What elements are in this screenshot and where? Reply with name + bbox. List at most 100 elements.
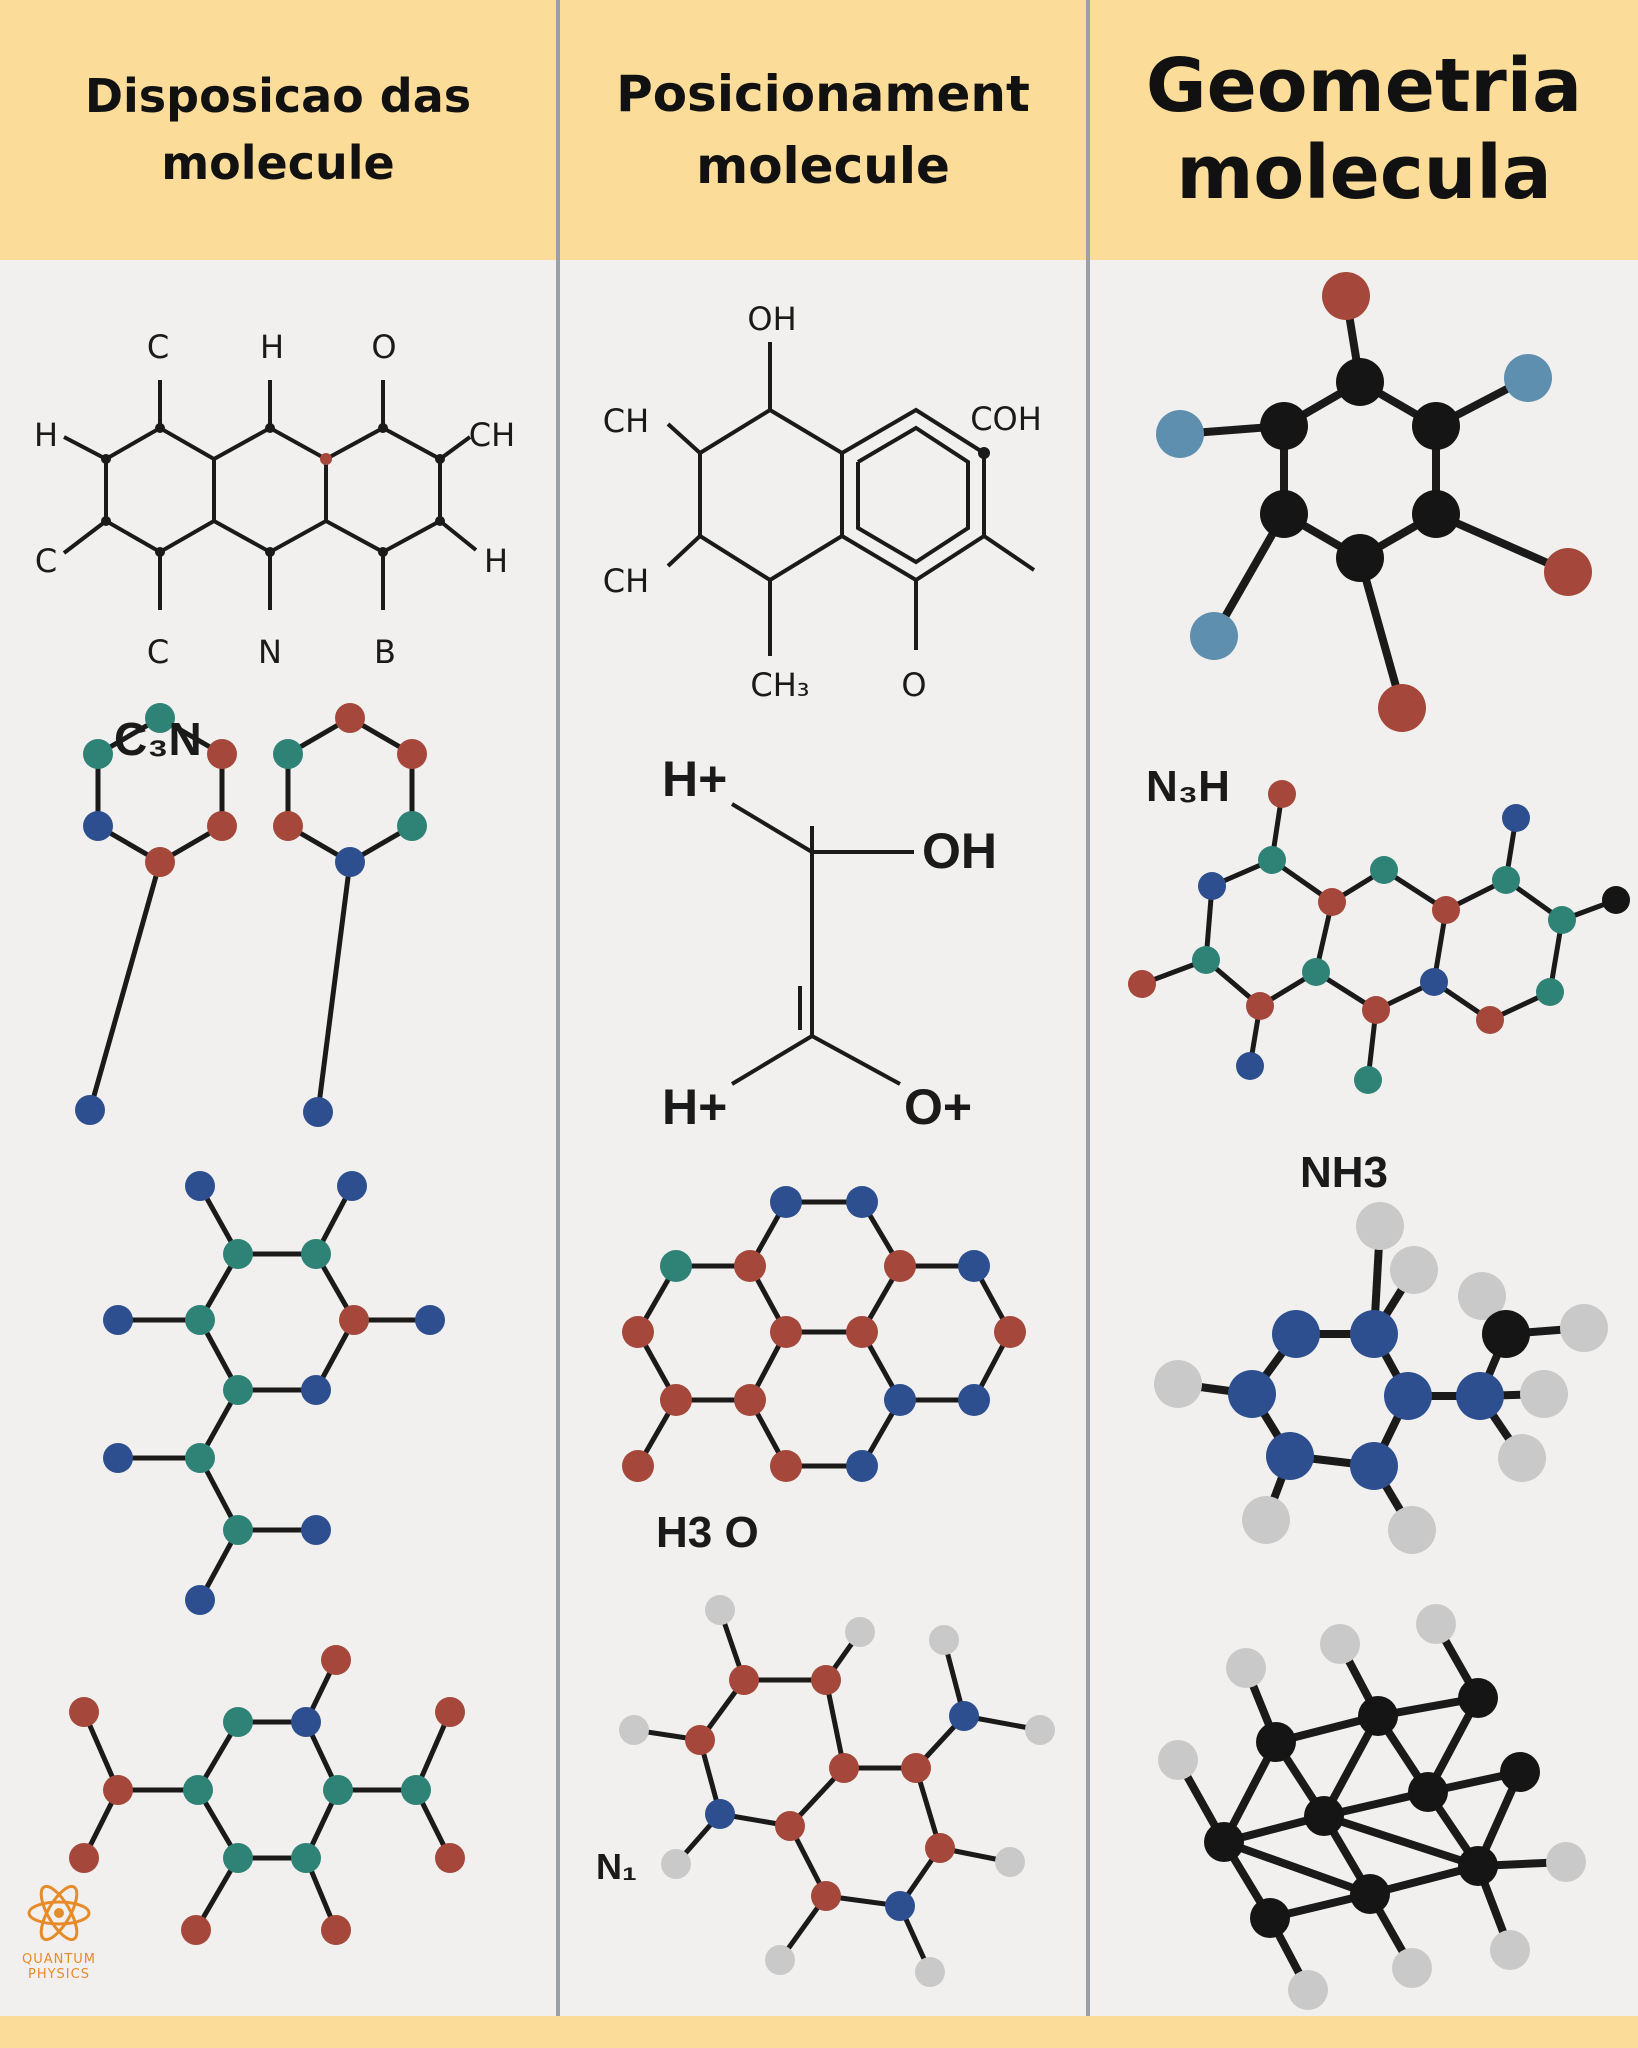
atom xyxy=(811,1881,841,1911)
atom xyxy=(1272,1310,1320,1358)
atom xyxy=(1500,1752,1540,1792)
atom xyxy=(705,1595,735,1625)
atom xyxy=(685,1725,715,1755)
atom xyxy=(1504,354,1552,402)
atom xyxy=(619,1715,649,1745)
atom xyxy=(415,1305,445,1335)
atom xyxy=(1256,1722,1296,1762)
molecule-hexagon-3 xyxy=(1156,272,1592,732)
molecule-n3h xyxy=(1128,780,1630,1094)
atom xyxy=(1354,1066,1382,1094)
atom xyxy=(1388,1506,1436,1554)
atom xyxy=(729,1665,759,1695)
atom xyxy=(1412,490,1460,538)
column-header-geometria: Geometria molecula xyxy=(1090,0,1638,260)
atom xyxy=(884,1384,916,1416)
structure-skeletal-2 xyxy=(666,342,1036,656)
molecule-c3n xyxy=(75,703,427,1127)
atom xyxy=(1242,1496,1290,1544)
atom xyxy=(397,811,427,841)
quantum-physics-logo: QUANTUM PHYSICS xyxy=(14,1878,104,1982)
atom xyxy=(1336,534,1384,582)
atom xyxy=(660,1250,692,1282)
atom xyxy=(1228,1370,1276,1418)
bond xyxy=(1356,556,1406,710)
atom xyxy=(185,1443,215,1473)
atom xyxy=(335,703,365,733)
atom xyxy=(1458,1678,1498,1718)
atom xyxy=(622,1316,654,1348)
atom xyxy=(949,1701,979,1731)
atom xyxy=(929,1625,959,1655)
atom xyxy=(1520,1370,1568,1418)
atom-label: COH xyxy=(970,400,1042,438)
atom xyxy=(435,1843,465,1873)
atom xyxy=(339,1305,369,1335)
atom xyxy=(223,1707,253,1737)
atom xyxy=(1458,1272,1506,1320)
formula-label-nh3: NH3 xyxy=(1300,1148,1389,1197)
atom xyxy=(1350,1874,1390,1914)
column-divider xyxy=(1086,0,1090,2016)
molecule-chain-1 xyxy=(103,1171,445,1615)
formula-label-n3h: N₃H xyxy=(1146,762,1230,811)
atom xyxy=(185,1305,215,1335)
atom xyxy=(1416,1604,1456,1644)
atom xyxy=(185,1171,215,1201)
atom xyxy=(1412,402,1460,450)
atom xyxy=(223,1375,253,1405)
atom xyxy=(1370,856,1398,884)
atom xyxy=(1362,996,1390,1024)
atom xyxy=(291,1707,321,1737)
atom xyxy=(1384,1372,1432,1420)
atom xyxy=(1250,1898,1290,1938)
atom xyxy=(1378,684,1426,732)
column-header-posicionament: Posicionament molecule xyxy=(560,0,1086,260)
atom xyxy=(301,1375,331,1405)
atom xyxy=(846,1186,878,1218)
formula-label-h3o: H3 O xyxy=(656,1508,759,1557)
atom xyxy=(301,1239,331,1269)
atom xyxy=(303,1097,333,1127)
atom xyxy=(207,811,237,841)
atom xyxy=(660,1384,692,1416)
atom xyxy=(1390,1246,1438,1294)
atom-label: H xyxy=(484,542,508,580)
atom xyxy=(1192,946,1220,974)
atom xyxy=(291,1843,321,1873)
atom xyxy=(901,1753,931,1783)
bond xyxy=(1322,1812,1480,1870)
bond xyxy=(315,861,353,1113)
atom xyxy=(83,739,113,769)
atom-label: O+ xyxy=(904,1079,972,1135)
atom xyxy=(885,1891,915,1921)
atom xyxy=(829,1753,859,1783)
atom xyxy=(1358,1696,1398,1736)
atom xyxy=(994,1316,1026,1348)
formula-label-n1: N₁ xyxy=(596,1846,637,1887)
atom-label: CH₃ xyxy=(750,666,809,704)
column-title-line2: molecula xyxy=(1176,130,1552,216)
column-divider xyxy=(556,0,560,2016)
atom xyxy=(1268,780,1296,808)
atom xyxy=(1302,958,1330,986)
atom xyxy=(1154,1360,1202,1408)
atom xyxy=(1602,886,1630,914)
atom xyxy=(1544,548,1592,596)
atom xyxy=(884,1250,916,1282)
atom xyxy=(1318,888,1346,916)
atom-label: CH xyxy=(469,416,515,454)
column-title-line2: molecule xyxy=(161,136,395,190)
molecule-nh3 xyxy=(1154,1202,1608,1554)
atom xyxy=(1260,490,1308,538)
atom xyxy=(83,811,113,841)
atom xyxy=(75,1095,105,1125)
atom-label: H+ xyxy=(662,1079,727,1135)
atom xyxy=(337,1171,367,1201)
atom xyxy=(1490,1930,1530,1970)
atom-label: C xyxy=(147,633,169,671)
atom xyxy=(397,739,427,769)
atom xyxy=(223,1239,253,1269)
atom xyxy=(1258,846,1286,874)
